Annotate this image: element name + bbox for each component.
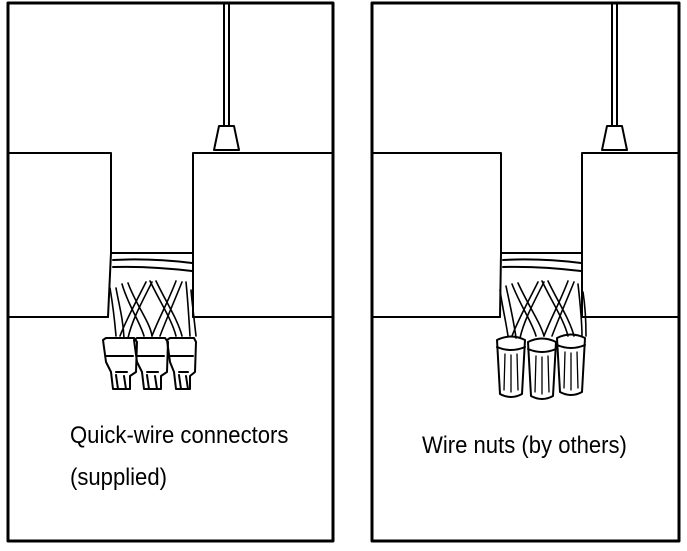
left-cable-grip	[213, 125, 240, 151]
left-ceiling-block	[7, 152, 112, 318]
wire-nut	[556, 333, 586, 396]
quick-wire-connector	[166, 337, 197, 390]
right-ceiling-block	[371, 152, 502, 318]
right-cable-grip	[601, 125, 628, 151]
left-panel	[6, 1, 335, 543]
quick-wire-connector	[102, 337, 138, 390]
right-caption: Wire nuts (by others)	[422, 432, 627, 459]
right-panel-frame	[370, 1, 681, 543]
left-fixture-canopy	[192, 152, 334, 318]
quick-wire-connector	[133, 337, 169, 390]
left-wire-bundle	[109, 280, 197, 339]
wire-nut	[496, 335, 526, 398]
left-panel-frame	[6, 1, 335, 543]
left-caption-line-1: Quick-wire connectors	[70, 422, 289, 449]
right-wire-bundle	[499, 280, 587, 339]
right-fixture-canopy	[581, 152, 680, 318]
left-caption-line-2: (supplied)	[70, 464, 167, 491]
wire-nut	[527, 337, 557, 400]
right-panel	[370, 1, 681, 543]
